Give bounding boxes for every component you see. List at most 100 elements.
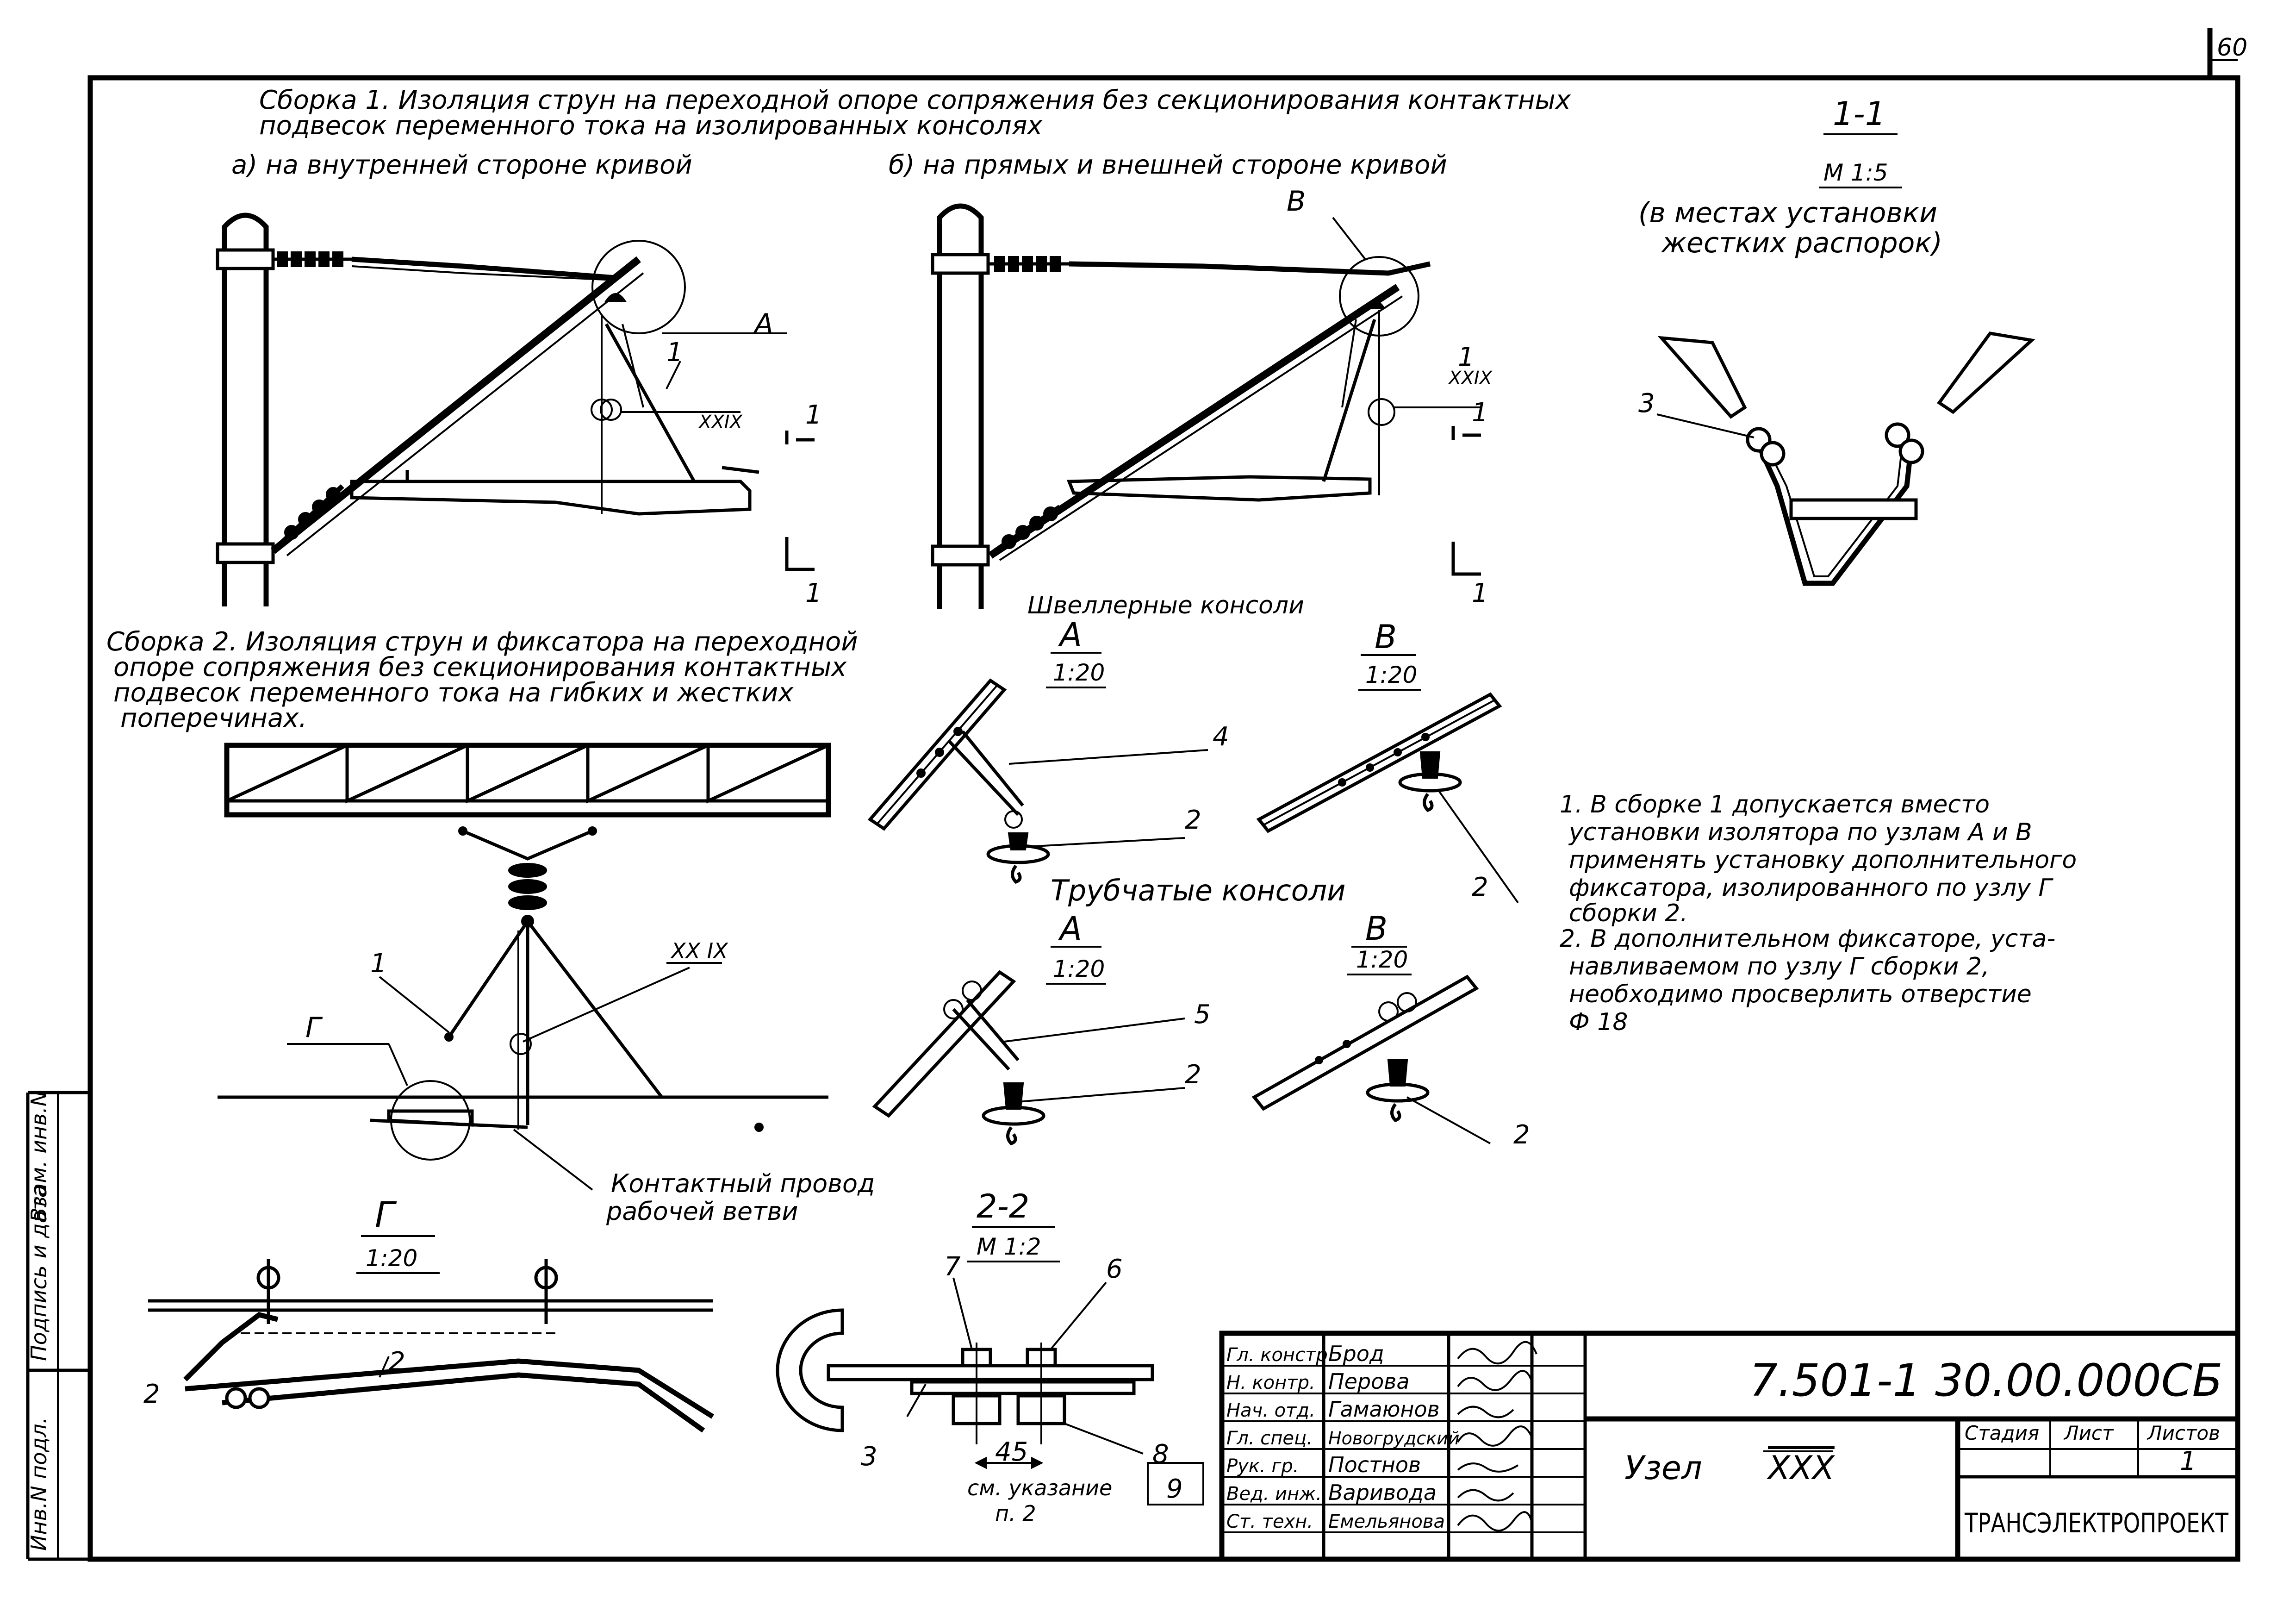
node-G-callout [390,1080,471,1161]
note-2-line1: 2. В дополнительном фиксаторе, уста- [1560,925,2055,953]
tubular-B-scale: 1:20 [1356,946,1408,973]
page-number: 60 [2217,34,2247,62]
note-2-line2: навливаемом по узлу Г сборки 2, [1569,953,1989,981]
note-1-line5: сборки 2. [1569,899,1688,927]
sheets-value: 1 [2180,1446,2196,1476]
assembly2-contact-wire-line2: рабочей ветви [606,1197,798,1226]
role-1: Н. контр. [1226,1372,1315,1393]
assembly2-xxix: XX IX [670,938,728,963]
tubular-B-drawing [1251,974,1491,1144]
assembly2-title-line3: подвесок переменного тока на гибких и же… [113,678,794,708]
channel-consoles-title: Швеллерные консоли [1027,592,1304,619]
node-name-label: Узел [1624,1449,1702,1487]
role-2: Нач. отд. [1226,1400,1315,1421]
section-2-2-dim-45: 45 [995,1437,1028,1467]
name-2: Гамаюнов [1328,1397,1440,1422]
role-5: Вед. инж. [1226,1483,1322,1505]
margin-inv-podl: Инв.N подл. [26,1417,51,1551]
channel-A-pos-2: 2 [1185,805,1201,835]
section-1-1-pos-3: 3 [1638,388,1655,418]
organization-name: ТРАНСЭЛЕКТРОПРОЕКТ [1964,1507,2228,1539]
assembly2-title-line1: Сборка 2. Изоляция струн и фиксатора на … [106,627,858,657]
channel-B-drawing [1256,692,1519,904]
section-2-2-drawing [776,1277,1204,1505]
section-2-2-pos-3: 3 [861,1442,877,1472]
note-1-line2: установки изолятора по узлам А и В [1568,818,2032,846]
insulator-string-diagonal [276,484,344,549]
assembly1a-drawing [216,212,815,606]
section-2-2-pos-7: 7 [944,1252,961,1282]
tubular-B-pos-2: 2 [1513,1120,1530,1150]
name-1: Перова [1328,1369,1410,1394]
tubular-A-title: А [1058,910,1082,948]
section-1-1-scale: М 1:5 [1823,159,1888,186]
assembly2-title-line4: поперечинах. [120,703,307,733]
assembly1b-pos-1: 1 [1458,342,1475,372]
name-6: Емельянова [1328,1511,1445,1532]
section-1-1-title: 1-1 [1833,95,1885,133]
insulator-string-diagonal-b [993,505,1062,553]
assembly1a-section-1-top: 1 [805,400,822,430]
section-2-2-see-note-line1: см. указание [967,1475,1112,1500]
assembly1a-xxix: XXIX [698,412,743,433]
assembly1-subtitle-a: а) на внутренней стороне кривой [231,150,692,180]
view-G-title: Г [375,1194,397,1235]
tubular-B-title: В [1365,910,1388,948]
note-1-line1: 1. В сборке 1 допускается вместо [1560,791,1990,818]
channel-A-pos-4: 4 [1213,722,1229,752]
assembly1b-node-B-label: В [1287,185,1306,218]
assembly1a-section-1-bottom: 1 [805,578,822,608]
assembly1b-section-1-top: 1 [1472,398,1488,428]
section-2-2-scale: М 1:2 [977,1233,1041,1260]
document-code: 7.501-1 30.00.000СБ [1749,1355,2223,1406]
note-2-line3: необходимо просверлить отверстие [1569,981,2032,1008]
view-G-drawing [148,1259,714,1433]
title-block [1219,1330,2240,1562]
assembly2-node-G-label: Г [305,1012,323,1044]
assembly1-subtitle-b: б) на прямых и внешней стороне кривой [889,150,1447,180]
assembly1b-section-1-bottom: 1 [1472,578,1488,608]
name-0: Брод [1328,1341,1384,1366]
section-1-1-note-line1: (в местах установки [1638,197,1937,229]
view-G-pos-2-left: 2 [143,1379,160,1409]
channel-A-drawing [867,678,1208,884]
assembly1a-node-A-label: А [753,308,773,340]
tubular-A-drawing [872,970,1185,1146]
tubular-A-pos-5: 5 [1194,999,1211,1030]
stage-header: Стадия [1965,1422,2039,1444]
view-G-pos-2-mid: 2 [389,1347,405,1377]
tubular-A-pos-2: 2 [1185,1060,1201,1090]
assembly1-title-line2: подвесок переменного тока на изолированн… [259,111,1043,141]
assembly2-drawing [218,743,831,1191]
margin-podpis: Подпись и дата [26,1185,51,1361]
channel-B-title: В [1375,618,1397,656]
section-2-2-pos-9: 9 [1166,1474,1183,1504]
channel-B-scale: 1:20 [1365,662,1417,688]
assembly2-contact-wire-line1: Контактный провод [611,1169,875,1198]
insulator-string-upper-b [994,256,1061,272]
assembly1b-drawing [931,203,1481,609]
node-A-callout [591,240,686,334]
sheet-header: Лист [2063,1422,2114,1444]
channel-A-title: А [1058,616,1082,654]
name-4: Постнов [1328,1452,1421,1477]
node-name-value: XXX [1766,1449,1836,1487]
sheets-header: Листов [2147,1422,2220,1444]
notes-block: 1. В сборке 1 допускается вместо установ… [1560,791,2077,1036]
role-4: Рук. гр. [1226,1455,1299,1477]
role-3: Гл. спец. [1226,1428,1313,1449]
name-3: Новогрудский [1328,1428,1460,1449]
sheet-frame [87,28,2240,1562]
channel-B-pos-2: 2 [1472,872,1488,902]
assembly2-title-line2: опоре сопряжения без секционирования кон… [113,652,847,682]
insulator-string-upper [277,251,343,267]
section-2-2-pos-8: 8 [1152,1439,1169,1469]
pole-clamp-top [216,248,275,270]
section-1-1-note-line2: жестких распорок) [1661,227,1942,259]
signatures [1457,1341,1537,1532]
note-2-line4: Ф 18 [1569,1008,1628,1036]
tubular-A-scale: 1:20 [1053,956,1105,982]
role-0: Гл. констр. [1226,1344,1333,1366]
section-2-2-pos-6: 6 [1106,1254,1123,1284]
